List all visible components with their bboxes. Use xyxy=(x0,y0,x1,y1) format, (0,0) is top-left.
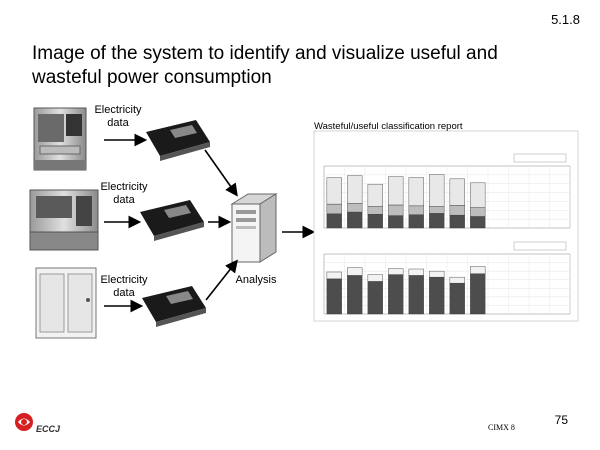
chart-bar-segment xyxy=(326,271,342,280)
chart-bar-segment xyxy=(429,270,445,278)
chart-bar-segment xyxy=(408,268,424,276)
chart-legend xyxy=(513,153,567,163)
source-label-1: Electricity data xyxy=(88,104,148,130)
chart-bar-segment xyxy=(470,182,486,208)
electrical-cabinet-icon xyxy=(35,267,97,339)
chart-legend xyxy=(513,241,567,251)
chart-bar-segment xyxy=(429,213,445,229)
power-logger-icon xyxy=(140,200,204,241)
cnc-lathe-icon xyxy=(29,189,99,251)
chart-bar-segment xyxy=(367,183,383,207)
chart-bar-segment xyxy=(429,276,445,315)
chart-bar-segment xyxy=(470,207,486,217)
page-number: 75 xyxy=(554,413,568,427)
computer-tower-icon xyxy=(230,193,278,263)
usage-chart-bottom xyxy=(323,241,571,315)
source-label-line: Electricity xyxy=(100,274,148,286)
chart-bar-segment xyxy=(367,214,383,229)
report-title: Wasteful/useful classification report xyxy=(314,121,463,132)
chart-bar-segment xyxy=(347,267,363,276)
chart-bar-segment xyxy=(408,177,424,207)
chart-bar-segment xyxy=(388,176,404,206)
source-label-3: Electricity data xyxy=(92,274,156,300)
chart-bar-segment xyxy=(470,273,486,315)
chart-bar-segment xyxy=(449,276,465,284)
chart-bar-segment xyxy=(388,268,404,275)
footer-code: CIMX 8 xyxy=(488,423,515,432)
power-logger-icon xyxy=(142,286,206,327)
chart-bar-segment xyxy=(429,174,445,207)
chart-bar-segment xyxy=(470,266,486,274)
source-label-2: Electricity data xyxy=(92,181,156,207)
source-label-line: data xyxy=(107,117,129,129)
chart-bar-segment xyxy=(367,206,383,215)
chart-bar-segment xyxy=(326,203,342,215)
chart-bar-segment xyxy=(470,216,486,229)
chart-bar-segment xyxy=(449,282,465,315)
chart-bar-segment xyxy=(408,214,424,229)
chart-bar-segment xyxy=(449,205,465,216)
chart-bar-segment xyxy=(326,177,342,205)
chart-bar-segment xyxy=(388,215,404,229)
chart-bar-segment xyxy=(347,202,363,213)
chart-bar-segment xyxy=(326,213,342,229)
slide-number: 5.1.8 xyxy=(551,12,580,27)
chart-bar-segment xyxy=(367,281,383,315)
slide-title: Image of the system to identify and visu… xyxy=(32,43,498,88)
chart-bar-segment xyxy=(388,204,404,216)
eccj-logo-icon xyxy=(15,413,33,431)
chart-bar-segment xyxy=(449,178,465,206)
chart-bar-segment xyxy=(347,275,363,315)
source-label-line: data xyxy=(113,194,135,206)
source-label-line: Electricity xyxy=(100,181,148,193)
chart-bar-segment xyxy=(347,175,363,204)
chart-bar-segment xyxy=(449,214,465,229)
chart-bar-segment xyxy=(367,274,383,282)
chart-bar-segment xyxy=(429,206,445,214)
chart-bar-segment xyxy=(326,278,342,315)
chart-bar-segment xyxy=(408,275,424,315)
machining-center-icon xyxy=(33,107,87,171)
power-logger-icon xyxy=(146,120,210,161)
analysis-label: Analysis xyxy=(235,274,277,286)
chart-bar-segment xyxy=(388,274,404,315)
source-label-line: Electricity xyxy=(94,104,142,116)
chart-bar-segment xyxy=(347,211,363,229)
usage-chart-top xyxy=(323,153,571,229)
chart-bar-segment xyxy=(408,205,424,215)
source-label-line: data xyxy=(113,287,135,299)
logo-text: ECCJ xyxy=(36,424,61,434)
